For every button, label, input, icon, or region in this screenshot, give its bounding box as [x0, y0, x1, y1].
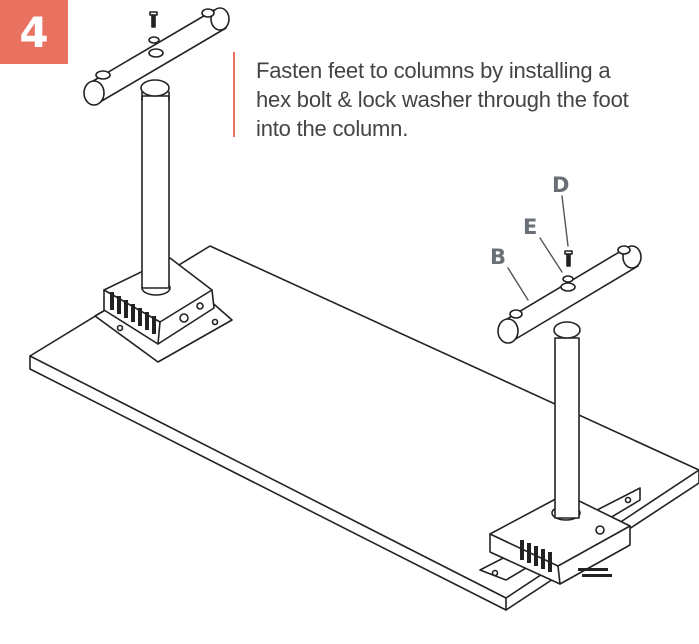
step-number-badge: 4	[0, 0, 68, 64]
callout-leader-b	[507, 267, 529, 301]
left-hex-bolt	[148, 11, 160, 44]
left-foot-plate	[94, 257, 233, 363]
callout-label-e: E	[523, 215, 537, 239]
instruction-line: Fasten feet to columns by installing a	[256, 58, 611, 83]
left-column	[140, 79, 170, 289]
right-foot-plate	[479, 487, 641, 585]
callout-leader-e	[539, 237, 563, 273]
callout-leaders	[507, 195, 569, 301]
callout-leader-d	[561, 195, 569, 247]
left-foot-tube	[83, 7, 230, 106]
instruction-line: hex bolt & lock washer through the foot	[256, 87, 629, 112]
instruction-text: Fasten feet to columns by installing a h…	[256, 56, 676, 143]
right-column	[553, 321, 581, 519]
right-foot-tube	[497, 245, 642, 344]
right-hex-bolt	[562, 250, 574, 283]
callout-label-b: B	[490, 245, 506, 269]
instruction-line: into the column.	[256, 116, 409, 141]
accent-rule	[233, 52, 235, 137]
callout-label-d: D	[552, 173, 569, 197]
